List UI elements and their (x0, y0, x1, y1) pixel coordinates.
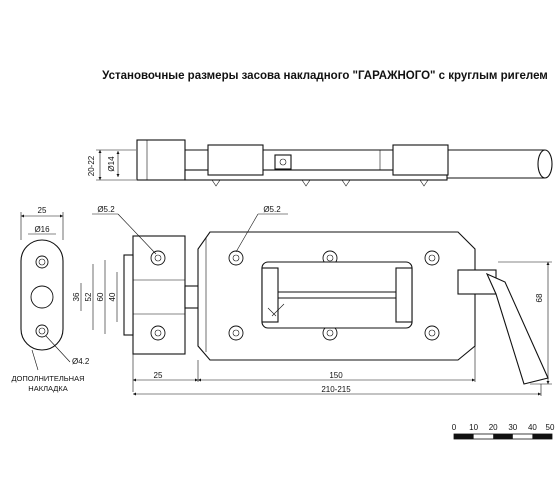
plate-note-line1: ДОПОЛНИТЕЛЬНАЯ (11, 374, 84, 383)
dim-20-22: 20-22 (87, 155, 96, 176)
scale-label-20: 20 (489, 423, 498, 432)
extra-plate: 25 Ø16 Ø4.2 ДОПОЛНИТЕЛЬНАЯ НАКЛАДКА (11, 206, 89, 393)
dim-height-68: 68 (535, 293, 544, 302)
dim-52: 52 (84, 292, 93, 301)
scale-label-10: 10 (469, 423, 478, 432)
dim-plate-width: 25 (38, 206, 47, 215)
dim-ring-dia: Ø16 (34, 225, 50, 234)
front-view: 68 Ø5.2 Ø5.2 36 52 60 40 25 150 210-215 (72, 205, 552, 396)
dim-hole-left: Ø5.2 (97, 205, 115, 214)
dim-bottom-150: 150 (329, 371, 343, 380)
scale-label-30: 30 (508, 423, 517, 432)
scale-label-0: 0 (452, 423, 457, 432)
dim-hole-right: Ø5.2 (263, 205, 281, 214)
scale-label-40: 40 (528, 423, 537, 432)
plate-note-line2: НАКЛАДКА (28, 384, 67, 393)
scale-bar: 0 10 20 30 40 50 (452, 423, 555, 440)
top-view: 20-22 Ø14 (87, 139, 553, 187)
dim-total: 210-215 (321, 385, 351, 394)
dim-rod-dia: Ø14 (107, 156, 116, 172)
dim-36: 36 (72, 292, 81, 301)
dim-hole-small-bottom: Ø4.2 (72, 357, 90, 366)
dim-40: 40 (108, 292, 117, 301)
dim-60: 60 (96, 292, 105, 301)
drawing-title: Установочные размеры засова накладного "… (102, 70, 548, 82)
dim-bottom-25: 25 (154, 371, 163, 380)
scale-label-50: 50 (546, 423, 555, 432)
